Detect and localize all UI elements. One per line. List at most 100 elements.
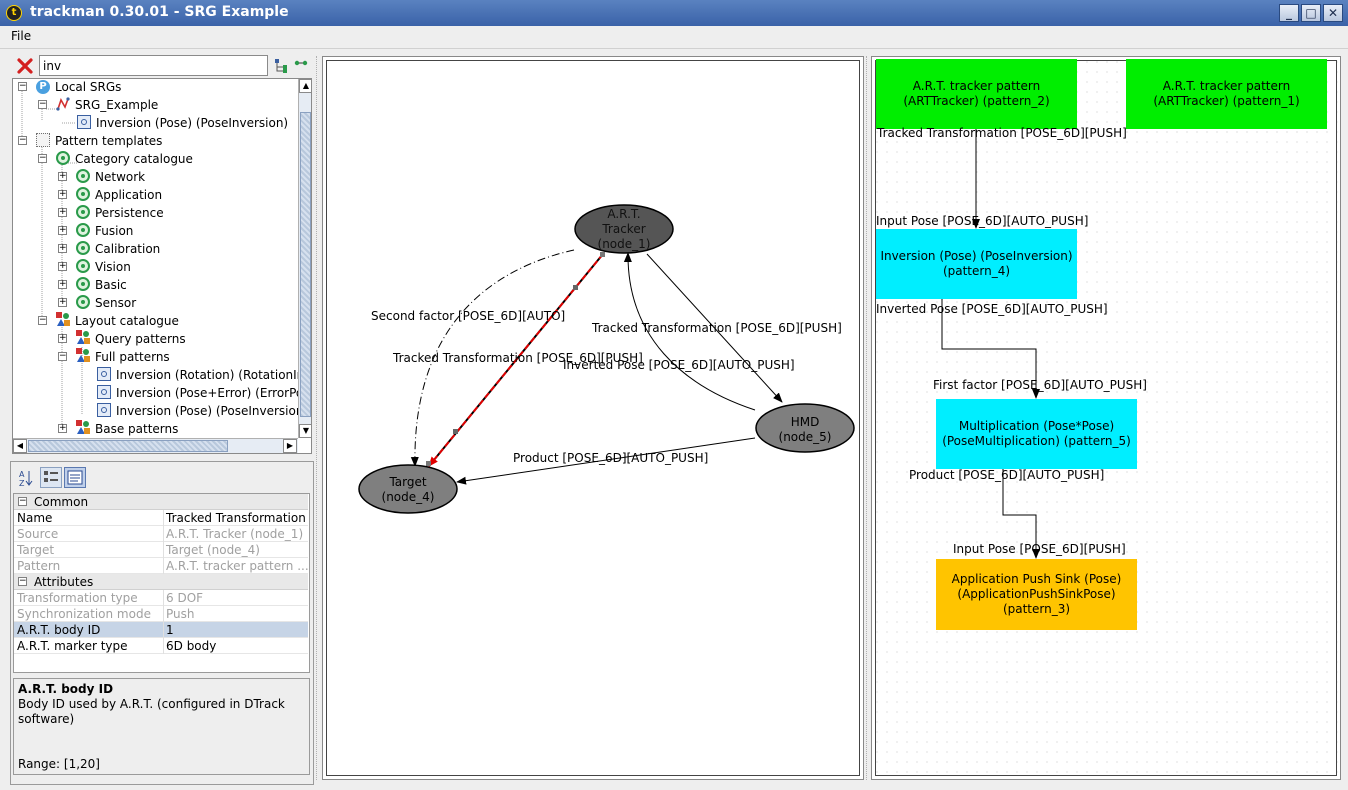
search-input[interactable] [39,55,268,76]
minimize-button[interactable]: _ [1279,4,1299,22]
node-art-tracker[interactable] [574,204,674,254]
tree-pattern-templates[interactable]: Pattern templates [55,134,163,148]
pattern-multiplication[interactable]: Multiplication (Pose*Pose)(PoseMultiplic… [936,399,1137,469]
tree-category-item[interactable]: Application [95,188,163,202]
port-label: First factor [POSE_6D][AUTO_PUSH] [933,378,1147,392]
category-icon [76,259,90,273]
tree-layout-catalogue[interactable]: Layout catalogue [75,314,179,328]
port-label: Tracked Transformation [POSE_6D][PUSH] [877,126,1127,140]
tree-category-item[interactable]: Persistence [95,206,164,220]
layout-catalogue-icon [56,312,70,326]
section-common[interactable]: −Common [14,494,308,510]
svg-text:Z: Z [19,479,25,488]
category-icon [76,169,90,183]
scroll-thumb[interactable] [28,440,228,452]
close-button[interactable]: ✕ [1323,4,1343,22]
port-label: Input Pose [POSE_6D][AUTO_PUSH] [876,214,1089,228]
category-icon [76,187,90,201]
layout-icon [76,348,90,362]
layout-icon [76,330,90,344]
pattern-icon [97,367,111,381]
edge-handle[interactable] [600,252,605,257]
connection[interactable] [1002,469,1040,559]
port-label: Input Pose [POSE_6D][PUSH] [953,542,1126,556]
edge-product[interactable] [456,437,756,485]
connection[interactable] [941,299,1040,399]
edge-second-factor[interactable] [410,249,575,467]
pattern-templates-icon [36,133,50,147]
scroll-up-icon[interactable]: ▲ [299,79,311,93]
category-icon [76,295,90,309]
srg-graph-icon [56,97,70,111]
pattern-icon [97,403,111,417]
scroll-left-icon[interactable]: ◀ [13,439,27,453]
node-label: (node_4) [381,490,435,504]
tree-category-item[interactable]: Basic [95,278,127,292]
scroll-thumb[interactable] [300,112,311,417]
tree-category-item[interactable]: Calibration [95,242,161,256]
edge-handle[interactable] [426,461,431,466]
clear-search-icon[interactable] [16,57,34,75]
maximize-button[interactable]: □ [1301,4,1321,22]
svg-text:A: A [19,470,25,479]
edge-handle[interactable] [573,285,578,290]
help-range: Range: [1,20] [18,757,100,771]
tree-vertical-scrollbar[interactable]: ▲ ▼ [298,79,311,438]
tree-full-patterns[interactable]: Full patterns [95,350,170,364]
section-attributes[interactable]: −Attributes [14,574,308,590]
category-icon [56,151,70,165]
pattern-inversion[interactable]: Inversion (Pose) (PoseInversion)(pattern… [876,229,1077,299]
edge-tracked-right[interactable] [646,253,783,403]
splitter[interactable] [316,56,320,780]
menu-file[interactable]: File [11,29,32,43]
node-hmd[interactable] [755,403,855,453]
tree-category-item[interactable]: Vision [95,260,131,274]
port-label: Product [POSE_6D][AUTO_PUSH] [909,468,1105,482]
tree-category-item[interactable]: Fusion [95,224,134,238]
pattern-art-tracker-2[interactable]: A.R.T. tracker pattern(ARTTracker) (patt… [876,59,1077,129]
tree-local-srgs[interactable]: Local SRGs [55,80,122,94]
tree-query-patterns[interactable]: Query patterns [95,332,186,346]
pattern-art-tracker-1[interactable]: A.R.T. tracker pattern(ARTTracker) (patt… [1126,59,1327,129]
pattern-app-push-sink[interactable]: Application Push Sink (Pose)(Application… [936,559,1137,630]
scroll-down-icon[interactable]: ▼ [299,424,311,438]
connect-icon[interactable] [294,57,308,67]
node-label: HMD [790,415,820,429]
tree-srg-example[interactable]: SRG_Example [75,98,159,112]
edge-inverted[interactable] [623,252,756,411]
tree-category-item[interactable]: Sensor [95,296,137,310]
edge-label: Second factor [POSE_6D][AUTO] [371,309,566,323]
tree-category-item[interactable]: Network [95,170,146,184]
splitter[interactable] [866,56,870,780]
tree-category-catalogue[interactable]: Category catalogue [75,152,193,166]
tree-full-pattern-item[interactable]: Inversion (Pose+Error) (ErrorPo [116,386,304,400]
scroll-right-icon[interactable]: ▶ [283,439,297,453]
tree-horizontal-scrollbar[interactable]: ◀ ▶ [13,438,298,453]
properties-panel [10,461,314,785]
menu-bar: File [0,26,1348,49]
node-target[interactable] [358,464,458,514]
category-icon [76,277,90,291]
help-box: A.R.T. body ID Body ID used by A.R.T. (c… [13,678,310,775]
edge-label: Product [POSE_6D][AUTO_PUSH] [513,451,709,465]
tree-inversion-pose-local[interactable]: Inversion (Pose) (PoseInversion) [96,116,289,130]
node-label: Target [389,475,427,489]
description-view-icon[interactable] [64,467,86,488]
node-label: (node_1) [597,237,651,251]
tree-view-icon[interactable] [274,58,290,74]
edge-handle[interactable] [453,429,458,434]
category-icon [76,205,90,219]
tree-base-patterns[interactable]: Base patterns [95,422,179,436]
categorized-view-icon[interactable] [40,467,62,488]
tree-full-pattern-item[interactable]: Inversion (Pose) (PoseInversion) [116,404,309,418]
tree-full-pattern-item[interactable]: Inversion (Rotation) (RotationInv [116,368,312,382]
